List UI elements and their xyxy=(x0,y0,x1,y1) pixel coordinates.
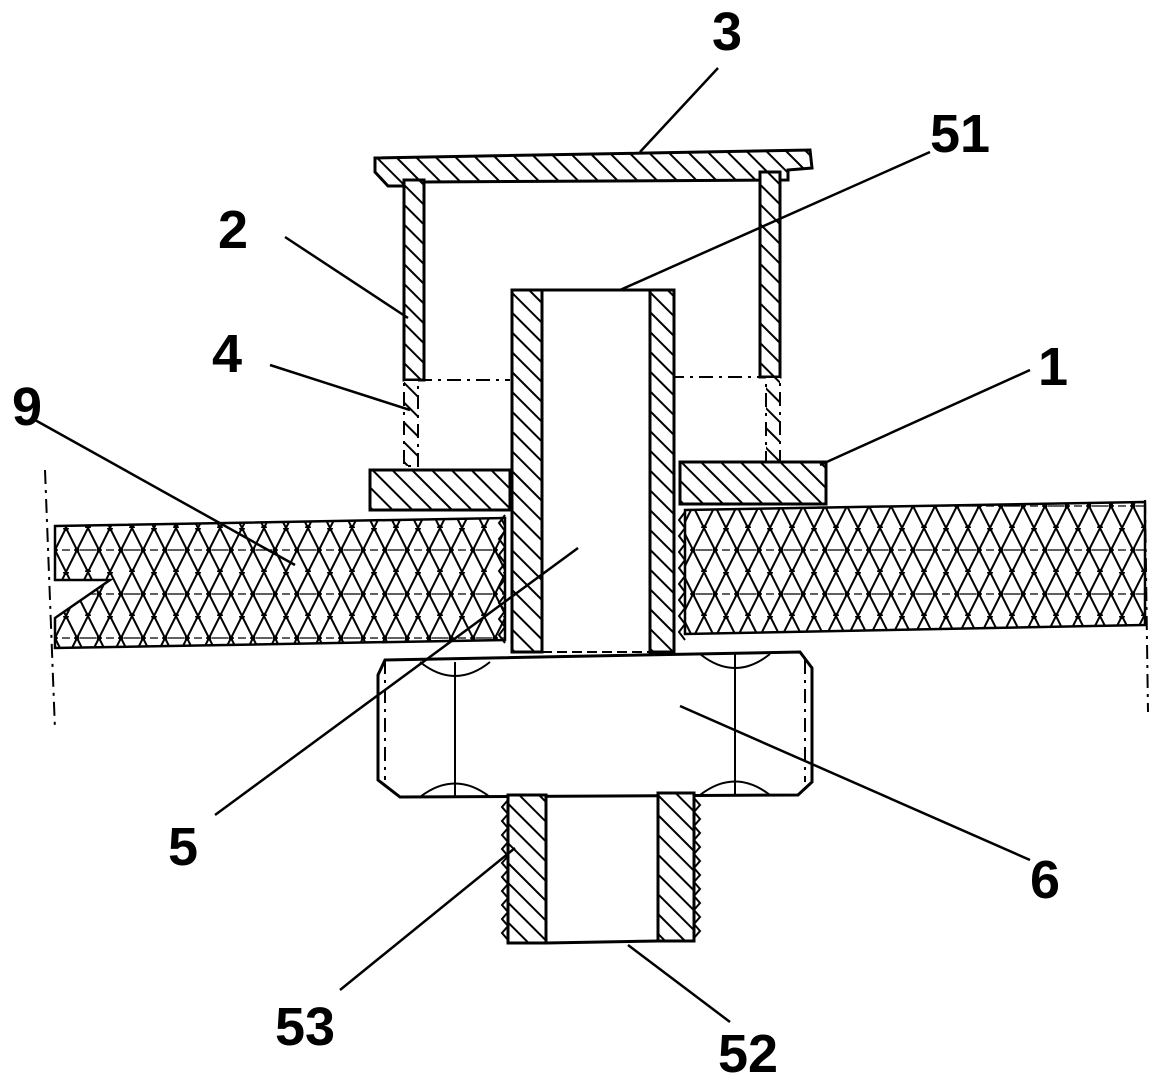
label-part-1: 1 xyxy=(1038,337,1068,397)
label-part-4: 4 xyxy=(212,324,242,384)
threaded-shank-part-53 xyxy=(500,791,702,945)
cover-plate-part-3 xyxy=(373,148,814,188)
label-part-9: 9 xyxy=(12,377,42,437)
base-plate-part-1 xyxy=(368,460,828,512)
hollow-bolt-part-5 xyxy=(497,288,687,654)
hex-nut-part-6 xyxy=(376,650,814,799)
label-part-6: 6 xyxy=(1030,850,1060,910)
label-part-53: 53 xyxy=(275,997,335,1057)
label-part-52: 52 xyxy=(718,1024,778,1079)
label-part-51: 51 xyxy=(930,104,990,164)
label-part-3: 3 xyxy=(712,2,742,62)
label-part-2: 2 xyxy=(218,200,248,260)
lower-wall-part-4 xyxy=(403,376,781,467)
label-part-5: 5 xyxy=(168,817,198,877)
mesh-panel-part-9 xyxy=(44,469,1149,731)
housing-part-2 xyxy=(402,170,782,382)
leader-lines xyxy=(34,67,1031,1023)
